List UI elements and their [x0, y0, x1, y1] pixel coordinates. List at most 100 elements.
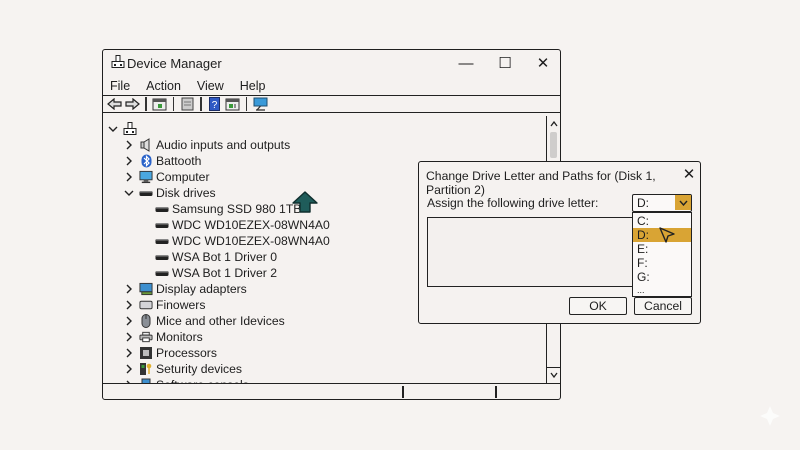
tree-item-label: Battooth	[156, 154, 202, 168]
software-icon	[139, 378, 153, 383]
tree-item-label: Mice and other Idevices	[156, 314, 285, 328]
tree-item-disk[interactable]: Samsung SSD 980 1TB	[151, 201, 301, 217]
tree-item-software[interactable]: Software consols	[123, 377, 249, 383]
tree-item-processors[interactable]: Processors	[123, 345, 217, 361]
processor-icon	[139, 346, 153, 360]
scroll-up-button[interactable]	[547, 117, 560, 131]
scroll-thumb[interactable]	[550, 132, 557, 158]
tree-item-label: Disk drives	[156, 186, 216, 200]
toolbar-separator	[145, 97, 147, 111]
chevron-right-icon[interactable]	[123, 139, 135, 151]
minimize-button[interactable]: —	[458, 54, 474, 72]
menu-help[interactable]: Help	[239, 79, 266, 93]
dropdown-toggle[interactable]	[675, 195, 691, 210]
chevron-right-icon[interactable]	[123, 347, 135, 359]
tree-item-computer[interactable]: Computer	[123, 169, 210, 185]
forward-arrow-icon	[124, 98, 140, 110]
tree-root[interactable]	[107, 121, 140, 137]
mouse-cursor-icon	[659, 227, 675, 243]
tree-item-disk[interactable]: WDC WD10EZEX-08WN4A0	[151, 233, 330, 249]
scroll-down-button[interactable]	[547, 367, 560, 381]
disk-drive-icon	[155, 234, 169, 248]
tree-item-label: Samsung SSD 980 1TB	[172, 202, 302, 216]
change-drive-letter-dialog: Change Drive Letter and Paths for (Disk …	[418, 161, 701, 324]
chevron-right-icon[interactable]	[123, 155, 135, 167]
back-button[interactable]	[106, 97, 122, 111]
disk-drive-icon	[155, 202, 169, 216]
disk-drive-icon	[155, 250, 169, 264]
device-tree: Audio inputs and outputs Battooth Comput…	[103, 116, 546, 383]
maximize-button[interactable]: ☐	[498, 55, 512, 72]
option-e[interactable]: E:	[637, 242, 649, 256]
tree-item-label: WSA Bot 1 Driver 0	[172, 250, 277, 264]
scan-hardware-button[interactable]	[252, 97, 268, 111]
chevron-up-icon	[549, 121, 558, 127]
chevron-right-icon[interactable]	[123, 299, 135, 311]
update-driver-button[interactable]	[225, 97, 241, 111]
tree-item-label: Processors	[156, 346, 217, 360]
toolbar-separator	[245, 97, 247, 111]
dialog-title: Change Drive Letter and Paths for (Disk …	[426, 169, 656, 197]
tree-item-disk[interactable]: WDC WD10EZEX-08WN4A0	[151, 217, 330, 233]
chevron-right-icon[interactable]	[123, 315, 135, 327]
computer-tower-icon	[123, 122, 137, 136]
document-button[interactable]	[179, 97, 195, 111]
chevron-right-icon[interactable]	[123, 283, 135, 295]
menu-bar: File Action View Help	[103, 77, 560, 95]
tree-item-monitors[interactable]: Monitors	[123, 329, 203, 345]
tree-item-firmware[interactable]: Finowers	[123, 297, 205, 313]
chevron-right-icon[interactable]	[123, 379, 135, 383]
forward-button[interactable]	[124, 97, 140, 111]
tree-item-display-adapters[interactable]: Display adapters	[123, 281, 247, 297]
properties-button[interactable]	[152, 97, 168, 111]
close-icon: ✕	[682, 166, 696, 183]
printer-icon	[139, 330, 153, 344]
tree-item-label: WSA Bot 1 Driver 2	[172, 266, 277, 280]
chevron-right-icon[interactable]	[123, 363, 135, 375]
tree-item-bluetooth[interactable]: Battooth	[123, 153, 201, 169]
close-button[interactable]: ✕	[536, 55, 550, 72]
drive-letter-select[interactable]: D:	[632, 194, 692, 212]
option-g[interactable]: G:	[637, 270, 650, 284]
monitor-icon	[139, 170, 153, 184]
toolbar-separator	[200, 97, 202, 111]
security-key-icon	[139, 362, 153, 376]
tree-item-label: Seturity devices	[156, 362, 243, 376]
tree-item-label: Audio inputs and outputs	[156, 138, 291, 152]
tree-item-disk[interactable]: WSA Bot 1 Driver 2	[151, 265, 277, 281]
menu-action[interactable]: Action	[146, 79, 181, 93]
option-c[interactable]: C:	[637, 214, 649, 228]
paths-listbox[interactable]	[427, 217, 634, 287]
bluetooth-icon	[139, 154, 153, 168]
tree-item-label: Finowers	[156, 298, 206, 312]
assign-letter-label: Assign the following drive letter:	[427, 196, 599, 210]
status-separator	[495, 386, 497, 398]
ok-button[interactable]: OK	[569, 297, 627, 315]
option-d[interactable]: D:	[633, 228, 691, 242]
tree-item-label: Software consols	[156, 378, 249, 383]
chevron-down-icon[interactable]	[107, 123, 119, 135]
chevron-down-icon	[549, 372, 558, 378]
help-button[interactable]: ?	[207, 97, 223, 111]
tree-item-mice[interactable]: Mice and other Idevices	[123, 313, 285, 329]
menu-file[interactable]: File	[110, 79, 131, 93]
option-f[interactable]: F:	[637, 256, 648, 270]
toolbar: ?	[103, 95, 560, 113]
tree-item-audio[interactable]: Audio inputs and outputs	[123, 137, 290, 153]
chevron-down-icon[interactable]	[123, 187, 135, 199]
menu-view[interactable]: View	[196, 79, 224, 93]
svg-text:?: ?	[212, 100, 218, 111]
window-title: Device Manager	[127, 56, 222, 71]
title-bar[interactable]: Device Manager — ☐ ✕	[103, 50, 560, 76]
tree-item-disk[interactable]: WSA Bot 1 Driver 0	[151, 249, 277, 265]
device-manager-icon	[111, 55, 125, 68]
chevron-right-icon[interactable]	[123, 171, 135, 183]
tree-item-label: Display adapters	[156, 282, 247, 296]
tree-item-disk-drives[interactable]: Disk drives	[123, 185, 216, 201]
tree-item-security-devices[interactable]: Seturity devices	[123, 361, 242, 377]
dialog-close-button[interactable]: ✕	[681, 166, 697, 183]
chevron-right-icon[interactable]	[123, 331, 135, 343]
option-more[interactable]: ...	[637, 285, 645, 295]
properties-icon	[152, 98, 167, 110]
cancel-button[interactable]: Cancel	[634, 297, 692, 315]
